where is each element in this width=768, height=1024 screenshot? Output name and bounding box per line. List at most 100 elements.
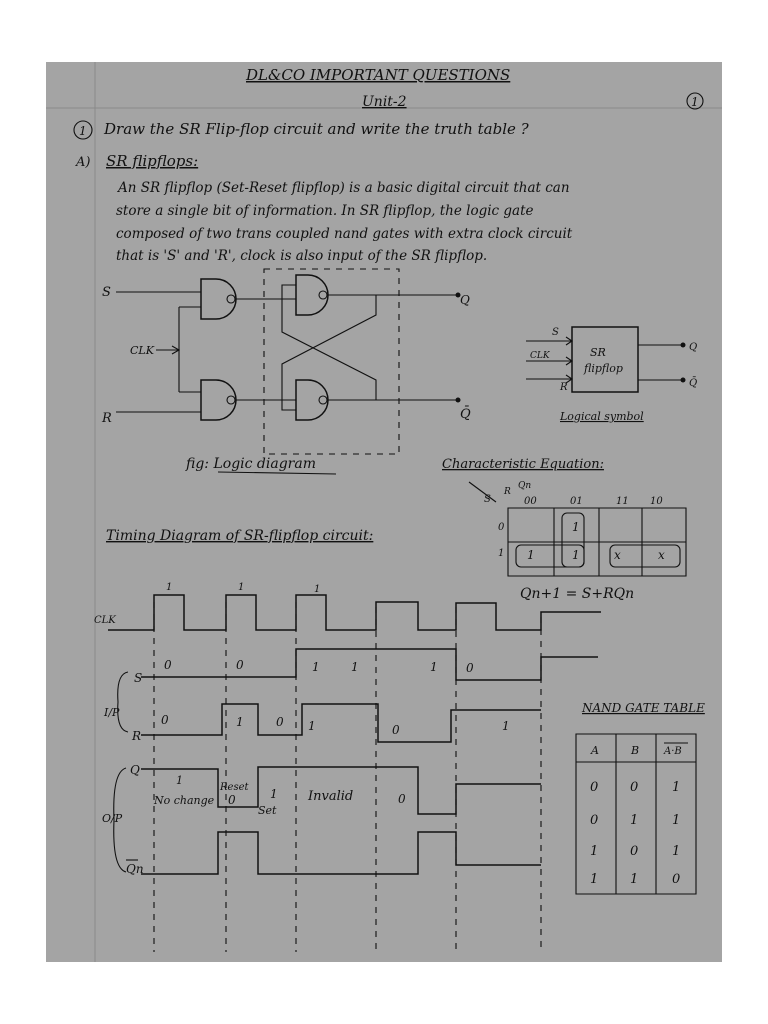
nand-cell: 1 bbox=[630, 872, 638, 887]
kmap-col-header: 01 bbox=[570, 496, 583, 507]
q-note: Reset bbox=[219, 782, 249, 793]
characteristic-equation: Characteristic Equation: S R Qn 00 01 11… bbox=[442, 457, 687, 602]
nand-gate-table: NAND GATE TABLE A B A·B 0 0 1 0 1 1 1 0 … bbox=[575, 701, 705, 895]
s-value: 0 bbox=[236, 658, 244, 672]
logic-diagram-caption: fig: Logic diagram bbox=[185, 456, 316, 472]
symbol-text: SR bbox=[590, 346, 606, 359]
question-number: 1 bbox=[79, 124, 87, 138]
input-brace bbox=[117, 671, 129, 733]
answer-heading: SR flipflops: bbox=[106, 152, 198, 170]
unit-label: Unit-2 bbox=[362, 94, 407, 110]
nand-gate-4 bbox=[295, 379, 329, 421]
symbol-qbar-terminal bbox=[680, 377, 686, 383]
q-signal-label: Q bbox=[130, 763, 140, 777]
nand-cell: 1 bbox=[630, 813, 638, 828]
page-title: DL&CO IMPORTANT QUESTIONS bbox=[245, 66, 510, 84]
q-note: 1 bbox=[176, 774, 183, 787]
symbol-outputs bbox=[638, 344, 681, 381]
clk-waveform bbox=[108, 594, 601, 631]
nand-cell: 0 bbox=[590, 780, 598, 795]
clk-branches bbox=[179, 306, 201, 393]
logic-diagram: S R CLK Q Q̄ fig: Logic diagram bbox=[101, 268, 471, 475]
answer-line: store a single bit of information. In SR… bbox=[116, 203, 534, 219]
cross-couple-q bbox=[281, 295, 377, 411]
characteristic-heading: Characteristic Equation: bbox=[442, 457, 604, 472]
clk-label: CLK bbox=[130, 344, 155, 357]
kmap-col-header: 11 bbox=[616, 496, 629, 507]
qbar-signal-label: Qn bbox=[126, 862, 144, 876]
input-group-label: I/P bbox=[103, 706, 120, 719]
qbar-terminal bbox=[455, 397, 461, 403]
input-s-label: S bbox=[102, 285, 111, 300]
nand-bubble-1 bbox=[226, 294, 236, 304]
clk-mark: 1 bbox=[238, 582, 244, 593]
kmap-row-header: 1 bbox=[498, 548, 504, 559]
kmap-corner-s: S bbox=[484, 494, 491, 505]
nand-table-header: B bbox=[630, 744, 639, 757]
symbol-q-terminal bbox=[680, 342, 686, 348]
s-value: 0 bbox=[164, 658, 172, 672]
nand-cell: 1 bbox=[672, 780, 680, 795]
clk-signal-label: CLK bbox=[94, 615, 116, 626]
clk-arrow bbox=[156, 345, 181, 355]
s-value: 1 bbox=[430, 660, 438, 674]
output-q-label: Q bbox=[460, 293, 470, 307]
logical-symbol-caption: Logical symbol bbox=[559, 410, 644, 423]
nand-cell: 0 bbox=[590, 813, 598, 828]
input-r-label: R bbox=[101, 411, 112, 426]
s-value: 1 bbox=[351, 660, 359, 674]
kmap-group bbox=[561, 512, 585, 568]
clock-edge-guides bbox=[153, 602, 542, 952]
nand-cell: 1 bbox=[672, 813, 680, 828]
symbol-s-input bbox=[526, 336, 573, 346]
nand-cell: 0 bbox=[672, 872, 680, 887]
kmap-col-header: 00 bbox=[524, 496, 537, 507]
kmap-cell: x bbox=[614, 548, 621, 562]
timing-diagram: Timing Diagram of SR-flipflop circuit: C… bbox=[94, 528, 601, 952]
answer-marker: A) bbox=[75, 155, 90, 170]
qbar-waveform bbox=[141, 831, 541, 875]
symbol-q-label: Q bbox=[689, 342, 697, 353]
r-waveform bbox=[141, 703, 541, 743]
nand-table-grid bbox=[575, 733, 697, 895]
nand-bubble-3 bbox=[318, 290, 328, 300]
nand-cell: 0 bbox=[630, 844, 638, 859]
latch-boundary bbox=[263, 268, 400, 455]
timing-heading: Timing Diagram of SR-flipflop circuit: bbox=[106, 528, 373, 544]
q-note: No change bbox=[153, 794, 215, 807]
symbol-clk-label: CLK bbox=[530, 351, 551, 361]
kmap-grid bbox=[507, 507, 687, 577]
symbol-clk-input bbox=[526, 356, 573, 366]
r-signal-label: R bbox=[131, 729, 141, 743]
answer-line: composed of two trans coupled nand gates… bbox=[116, 226, 573, 242]
q-note: 0 bbox=[228, 793, 236, 807]
kmap-row-header: 0 bbox=[498, 522, 505, 533]
notebook-page: DL&CO IMPORTANT QUESTIONS Unit-2 1 1 Dra… bbox=[46, 62, 722, 962]
caption-underline bbox=[217, 471, 337, 475]
kmap-corner-qn: Qn bbox=[518, 481, 531, 491]
q-note: 0 bbox=[398, 792, 406, 806]
nand-cell: 1 bbox=[590, 844, 598, 859]
nand-bubble-4 bbox=[318, 395, 328, 405]
symbol-s-label: S bbox=[552, 327, 559, 338]
q-note: Invalid bbox=[307, 789, 353, 804]
r-value: 0 bbox=[276, 715, 284, 729]
nand-table-header: A·B bbox=[663, 746, 682, 757]
nand-cell: 0 bbox=[630, 780, 638, 795]
kmap-cell: 1 bbox=[572, 520, 580, 534]
kmap-cell: x bbox=[658, 548, 665, 562]
page-number: 1 bbox=[691, 95, 699, 109]
symbol-text: flipflop bbox=[583, 362, 623, 375]
cross-couple-qbar bbox=[281, 284, 377, 400]
q-note: Set bbox=[258, 804, 277, 817]
nand-gate-3 bbox=[295, 274, 329, 316]
output-qbar-label: Q̄ bbox=[460, 406, 471, 422]
nand-gate-2 bbox=[200, 379, 237, 421]
question-number-circle bbox=[73, 120, 93, 140]
kmap-corner-r: R bbox=[503, 487, 511, 497]
nand-cell: 1 bbox=[672, 844, 680, 859]
kmap-cell: 1 bbox=[527, 548, 535, 562]
q-terminal bbox=[455, 292, 461, 298]
kmap-corner-line bbox=[468, 481, 497, 503]
r-value: 1 bbox=[502, 719, 510, 733]
